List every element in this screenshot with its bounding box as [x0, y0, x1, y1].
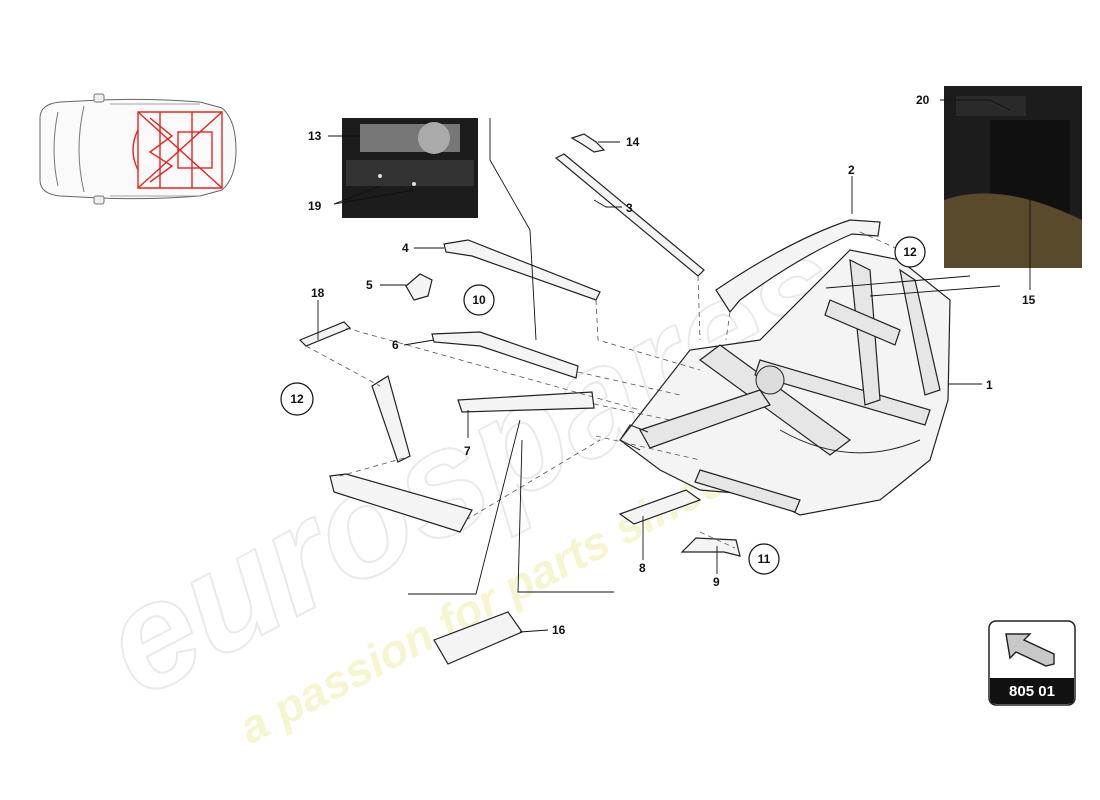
label-18: 18 — [311, 286, 325, 300]
callout-11: 11 — [748, 543, 780, 575]
part-6-rail — [431, 331, 579, 379]
label-1: 1 — [986, 378, 993, 392]
part-18-bracket — [298, 321, 352, 347]
part-5-bracket — [405, 273, 433, 301]
part-7-panel — [457, 391, 595, 413]
side-plate-lower — [329, 473, 473, 533]
main-frame — [619, 249, 951, 516]
car-thumbnail — [39, 93, 237, 205]
label-9: 9 — [713, 575, 720, 589]
label-19: 19 — [308, 199, 322, 213]
part-9-bracket — [680, 537, 741, 557]
label-6: 6 — [392, 338, 399, 352]
callout-12-right-text: 12 — [903, 245, 917, 259]
label-7: 7 — [464, 444, 471, 458]
label-15: 15 — [1022, 293, 1036, 307]
callout-12-left: 12 — [280, 382, 314, 416]
label-4: 4 — [402, 241, 409, 255]
label-5: 5 — [366, 278, 373, 292]
label-3: 3 — [626, 201, 633, 215]
callout-10-text: 10 — [472, 293, 486, 307]
label-16: 16 — [552, 623, 566, 637]
callout-12-right: 12 — [894, 236, 926, 268]
part-labels: 1 2 3 4 5 6 7 8 9 13 14 15 16 18 19 20 — [308, 93, 1036, 637]
label-20: 20 — [916, 93, 930, 107]
reference-code: 805 01 — [1009, 683, 1055, 700]
part-14-bracket — [570, 133, 606, 153]
assembly-lines — [305, 231, 901, 549]
label-8: 8 — [639, 561, 646, 575]
part-3-rail — [554, 153, 705, 277]
side-plate-upper — [371, 375, 411, 463]
callout-10: 10 — [463, 284, 495, 316]
label-13: 13 — [308, 129, 322, 143]
label-2: 2 — [848, 163, 855, 177]
label-14: 14 — [626, 135, 640, 149]
highlighted-frame — [132, 111, 223, 189]
callout-11-text: 11 — [758, 552, 771, 566]
photo-inset-left — [342, 118, 478, 218]
photo-inset-right — [944, 86, 1082, 268]
part-2-crossmember — [715, 219, 881, 314]
callout-12-left-text: 12 — [290, 392, 304, 406]
leader-lines — [317, 99, 1031, 633]
part-8-panel — [618, 489, 702, 525]
reference-box: 805 01 — [988, 620, 1076, 706]
arrow-icon — [1005, 633, 1055, 667]
